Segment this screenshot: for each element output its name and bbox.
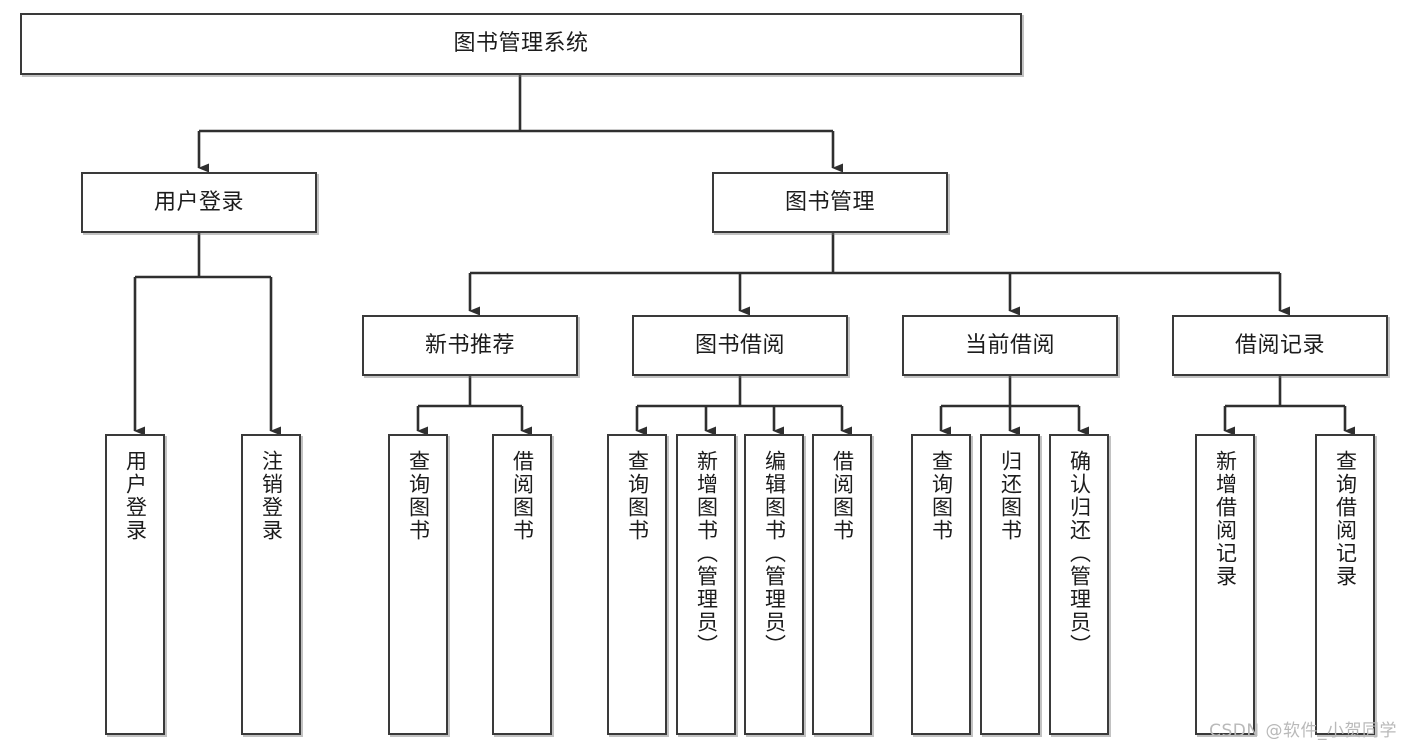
node-current-borrow[interactable]: 当前借阅 [902,315,1118,376]
node-leaf-add-book[interactable]: 新增图书（管理员） [676,434,736,735]
node-leaf-edit-book[interactable]: 编辑图书（管理员） [744,434,804,735]
node-label: 查询图书 [406,450,431,542]
node-label: 图书管理 [784,189,875,215]
node-leaf-borrow-book-recommend[interactable]: 借阅图书 [492,434,552,735]
node-new-book-recommend[interactable]: 新书推荐 [362,315,578,376]
node-leaf-query-book-borrow[interactable]: 查询图书 [607,434,667,735]
node-label: 新增借阅记录 [1213,450,1238,588]
node-leaf-query-book-recommend[interactable]: 查询图书 [388,434,448,735]
node-label: 借阅图书 [510,450,535,542]
node-label: 编辑图书（管理员） [762,450,787,657]
node-label: 用户登录 [153,189,244,215]
node-leaf-borrow-book[interactable]: 借阅图书 [812,434,872,735]
node-leaf-query-book-current[interactable]: 查询图书 [911,434,971,735]
node-leaf-return-book[interactable]: 归还图书 [980,434,1040,735]
node-label: 当前借阅 [964,332,1055,358]
node-label: 图书管理系统 [453,31,589,57]
node-leaf-user-logout[interactable]: 注销登录 [241,434,301,735]
node-borrow-record[interactable]: 借阅记录 [1172,315,1388,376]
node-leaf-user-login[interactable]: 用户登录 [105,434,165,735]
node-label: 借阅记录 [1234,332,1325,358]
node-label: 图书借阅 [694,332,785,358]
node-leaf-add-borrow-record[interactable]: 新增借阅记录 [1195,434,1255,735]
node-leaf-confirm-return[interactable]: 确认归还（管理员） [1049,434,1109,735]
node-user-login[interactable]: 用户登录 [81,172,317,233]
node-label: 借阅图书 [830,450,855,542]
node-book-management[interactable]: 图书管理 [712,172,948,233]
node-label: 查询借阅记录 [1333,450,1358,588]
node-label: 归还图书 [998,450,1023,542]
node-label: 新增图书（管理员） [694,450,719,657]
node-book-borrow[interactable]: 图书借阅 [632,315,848,376]
node-label: 注销登录 [259,450,284,542]
node-root-book-management-system[interactable]: 图书管理系统 [20,13,1022,75]
node-label: 用户登录 [123,450,148,542]
node-label: 查询图书 [625,450,650,542]
csdn-watermark: CSDN @软件_小贺同学 [1209,721,1397,741]
node-leaf-query-borrow-record[interactable]: 查询借阅记录 [1315,434,1375,735]
node-label: 新书推荐 [424,332,515,358]
node-label: 查询图书 [929,450,954,542]
node-label: 确认归还（管理员） [1067,450,1092,657]
